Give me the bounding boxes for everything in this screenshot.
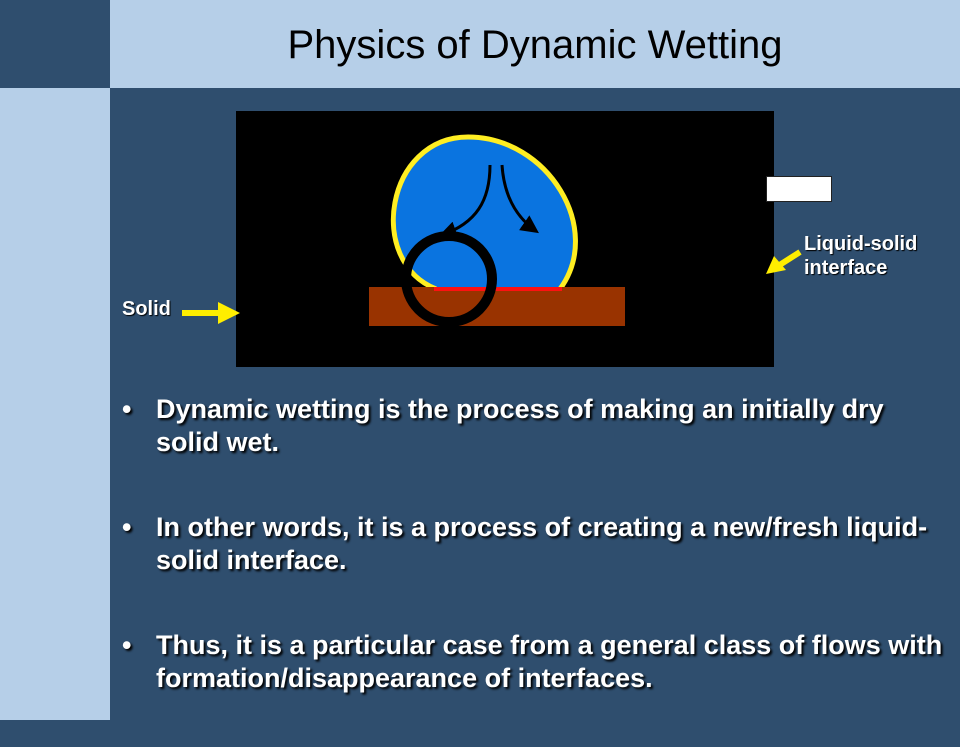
slide-title: Physics of Dynamic Wetting: [287, 23, 783, 67]
left-strip: [0, 88, 110, 720]
solid-pointer-arrow-icon: [182, 302, 240, 324]
free-surface: [390, 134, 578, 292]
bullet-dot: •: [122, 394, 132, 424]
bullet-text: Thus, it is a particular case from a gen…: [156, 630, 943, 693]
corner-block: [0, 0, 110, 88]
bullet-item: • Thus, it is a particular case from a ge…: [118, 629, 948, 695]
bullet-dot: •: [122, 630, 132, 660]
rolling-ring: [401, 231, 497, 327]
bullet-text: In other words, it is a process of creat…: [156, 512, 928, 575]
diagram-svg: [369, 134, 625, 327]
bullet-text: Dynamic wetting is the process of making…: [156, 394, 884, 457]
liquid-drop: [393, 137, 576, 289]
wetting-diagram: [236, 111, 774, 367]
liquid-solid-interface-label: Liquid-solid interface: [804, 233, 918, 279]
bullet-list: • Dynamic wetting is the process of makin…: [118, 393, 948, 747]
bullet-item: • In other words, it is a process of crea…: [118, 511, 948, 577]
flow-arrow-right: [500, 164, 539, 234]
bullet-dot: •: [122, 512, 132, 542]
interface-pointer-arrow-icon: [766, 249, 802, 274]
bullet-item: • Dynamic wetting is the process of makin…: [118, 393, 948, 459]
title-bar: [110, 0, 960, 88]
white-marker-box: [766, 176, 832, 202]
solid-label: Solid: [122, 298, 171, 320]
